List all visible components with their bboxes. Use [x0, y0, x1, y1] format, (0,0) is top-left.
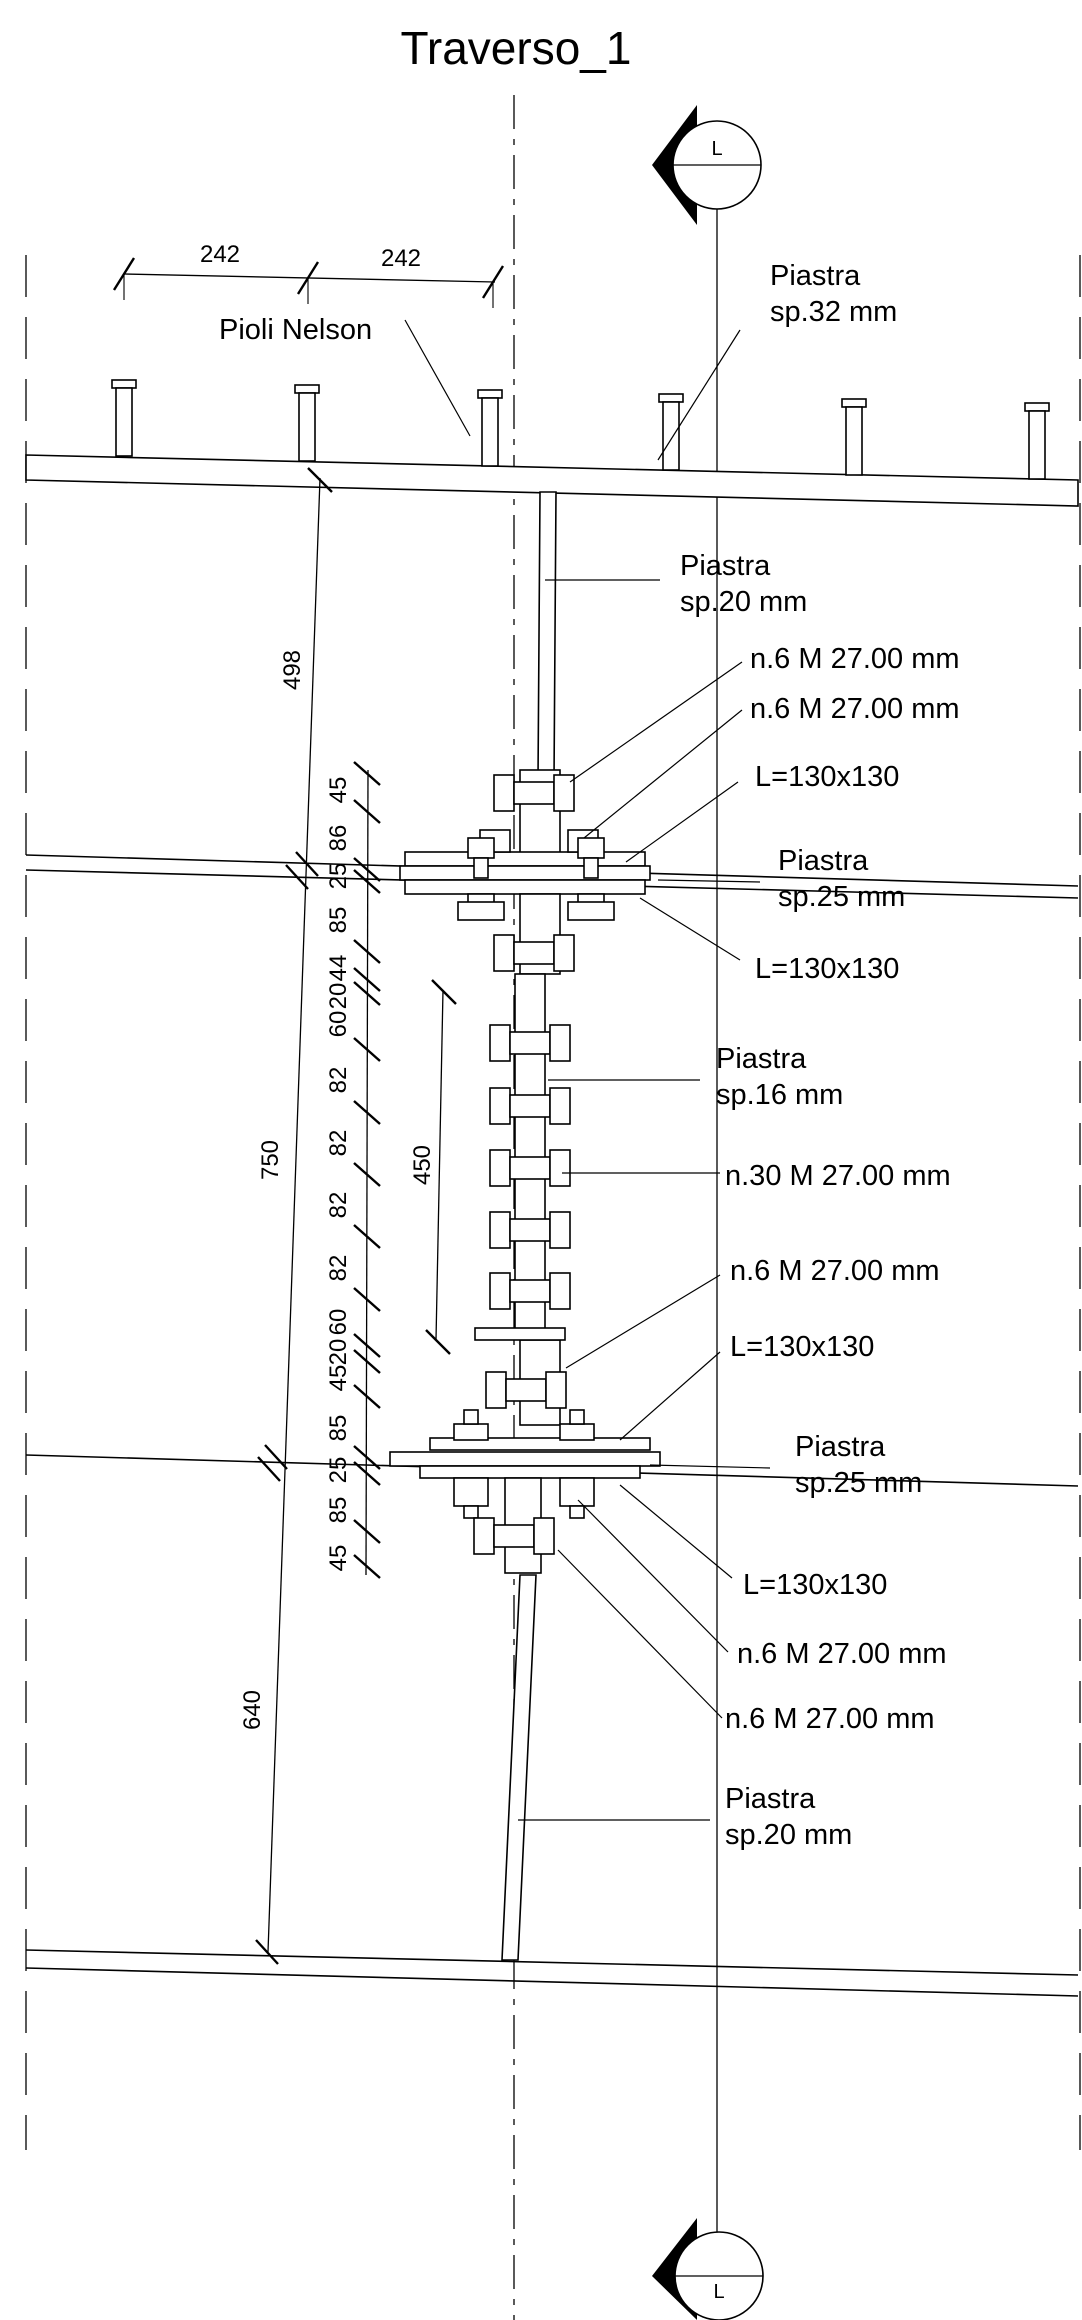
label-sp20-top: sp.20 mm [680, 586, 807, 618]
chain-dim: 45 [325, 1545, 352, 1572]
leaders [404, 319, 771, 1821]
chain-dim: 25 [325, 863, 352, 890]
nelson-stud [294, 384, 320, 462]
bolt [559, 1477, 595, 1519]
bolt [489, 1211, 571, 1249]
dim-450-line: 450 [409, 979, 457, 1355]
label-piastra-25-bottom: Piastra [795, 1431, 886, 1463]
chain-dim: 86 [325, 825, 352, 852]
dim-750: 750 [257, 1140, 284, 1180]
dim-498: 498 [279, 650, 306, 690]
label-bolts-6-a: n.6 M 27.00 mm [750, 643, 960, 675]
label-angle-top-2: L=130x130 [755, 953, 899, 985]
label-piastra-20-top: Piastra [680, 550, 771, 582]
bottom-flange [25, 1949, 1079, 1997]
nelson-studs [111, 379, 1050, 480]
chain-dim: 60 [325, 1309, 352, 1336]
bolt [559, 1409, 595, 1441]
chain-dim: 85 [325, 1415, 352, 1442]
bolt [457, 893, 505, 921]
chain-dim: 85 [325, 907, 352, 934]
stud-spacing-1: 242 [200, 241, 240, 268]
label-angle-bottom-1: L=130x130 [730, 1331, 874, 1363]
bolt [485, 1371, 567, 1409]
chain-dim: 20 [325, 983, 352, 1010]
bolt [489, 1024, 571, 1062]
label-pioli-nelson: Pioli Nelson [219, 314, 372, 346]
label-sp20-bottom: sp.20 mm [725, 1819, 852, 1851]
label-bolts-6-b: n.6 M 27.00 mm [750, 693, 960, 725]
web-plate-upper [537, 491, 557, 781]
label-piastra-25-top: Piastra [778, 845, 869, 877]
label-bolts-6-d: n.6 M 27.00 mm [737, 1638, 947, 1670]
bolt [577, 837, 605, 879]
top-flange [25, 454, 1079, 507]
label-sp32: sp.32 mm [770, 296, 897, 328]
nelson-stud [111, 379, 137, 457]
nelson-stud [1024, 402, 1050, 480]
bolt-group-upper [457, 774, 615, 1409]
chain-dim: 60 [325, 1011, 352, 1038]
stud-spacing-dimension: 242 242 [112, 241, 505, 308]
bolt [489, 1087, 571, 1125]
section-mark-bottom: L [713, 2281, 724, 2303]
chain-dim: 45 [325, 1365, 352, 1392]
bolt [453, 1409, 489, 1441]
label-piastra-32: Piastra [770, 260, 861, 292]
section-marker-bottom: L [652, 2218, 764, 2320]
bolt [493, 934, 575, 972]
bolt [473, 1517, 555, 1555]
bolt [567, 893, 615, 921]
chain-dim: 45 [325, 777, 352, 804]
chain-dim: 25 [325, 1457, 352, 1484]
bolt [489, 1149, 571, 1187]
bolt [493, 774, 575, 812]
label-bolts-6-c: n.6 M 27.00 mm [730, 1255, 940, 1287]
nelson-stud [477, 389, 503, 467]
nelson-stud [658, 393, 684, 471]
label-piastra-20-bottom: Piastra [725, 1783, 816, 1815]
bolt [489, 1272, 571, 1310]
chain-dim: 82 [325, 1255, 352, 1282]
stud-spacing-2: 242 [381, 245, 421, 272]
chain-dim: 82 [325, 1192, 352, 1219]
chain-dim: 82 [325, 1067, 352, 1094]
label-angle-bottom-2: L=130x130 [743, 1569, 887, 1601]
section-marker-top: L [652, 105, 762, 225]
label-bolts-30: n.30 M 27.00 mm [725, 1160, 951, 1192]
chain-dim: 44 [325, 955, 352, 982]
label-sp16: sp.16 mm [716, 1079, 843, 1111]
label-sp25-bottom: sp.25 mm [795, 1467, 922, 1499]
bolt [453, 1477, 489, 1519]
web-plate-lower [501, 1574, 537, 1961]
chain-dim: 20 [325, 1339, 352, 1366]
label-piastra-16: Piastra [716, 1043, 807, 1075]
lower-connection [389, 1409, 661, 1574]
section-mark-top: L [711, 138, 722, 160]
drawing-title: Traverso_1 [401, 22, 632, 74]
label-angle-top-1: L=130x130 [755, 761, 899, 793]
chain-dim: 85 [325, 1497, 352, 1524]
label-sp25-top: sp.25 mm [778, 881, 905, 913]
dim-450: 450 [409, 1145, 436, 1185]
dim-640: 640 [239, 1690, 266, 1730]
chain-dim: 82 [325, 1130, 352, 1157]
nelson-stud [841, 398, 867, 476]
label-bolts-6-e: n.6 M 27.00 mm [725, 1703, 935, 1735]
bolt [467, 837, 495, 879]
chain-dimension: 45 86 25 85 44 20 60 82 82 82 82 60 20 4… [325, 761, 381, 1579]
overall-dimension: 498 750 640 [239, 467, 333, 1965]
